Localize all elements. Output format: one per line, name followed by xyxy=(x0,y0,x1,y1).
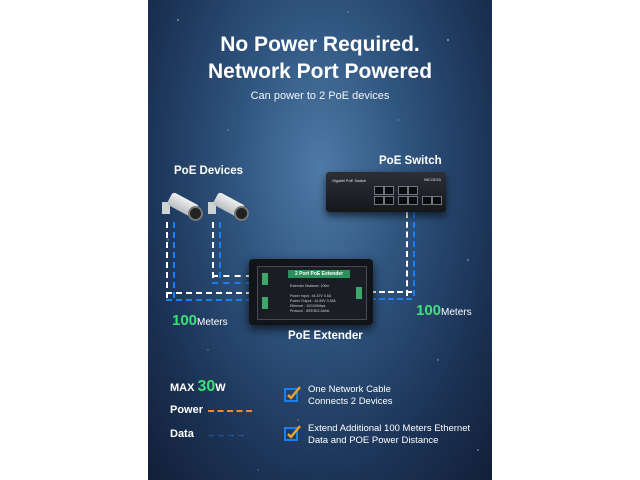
headline-subtitle: Can power to 2 PoE devices xyxy=(250,90,390,102)
cable-switch-vertical xyxy=(406,212,415,296)
extender-panel-title: 2 Port PoE Extender xyxy=(288,270,350,278)
legend-data-label: Data xyxy=(170,428,194,440)
switch-model-text: NICGIGA xyxy=(424,177,441,182)
legend-power-label: Power xyxy=(170,404,204,416)
extender-input-port xyxy=(356,287,362,299)
extender-spec-line: Power Input : 44-57V 0.5A xyxy=(290,294,332,298)
distance-left: 100Meters xyxy=(172,312,228,329)
poe-switch-label: PoE Switch xyxy=(379,155,442,167)
cable-camera-2-horizontal xyxy=(212,275,252,284)
cable-switch-horizontal xyxy=(370,291,412,300)
extender-spec-line: Protocol : IEEE802.3af/at xyxy=(290,309,330,313)
checkbox-check-icon xyxy=(284,425,301,441)
legend-power-line xyxy=(208,410,252,412)
poe-devices-label: PoE Devices xyxy=(174,165,244,177)
poe-extender-label: PoE Extender xyxy=(288,330,363,342)
cable-camera-1-horizontal xyxy=(166,292,252,301)
legend-data-arrows: →→→→ xyxy=(206,429,246,439)
poe-extender-device: 2 Port PoE Extender Extender Distance: 1… xyxy=(249,259,373,325)
max-power-label: MAX 30W xyxy=(170,378,226,395)
headline-line-1: No Power Required. xyxy=(220,33,420,56)
extender-spec-line: Ethernet : 10/100Mbps xyxy=(290,304,326,308)
poe-switch-device: Gigabit PoE Switch NICGIGA xyxy=(326,172,446,212)
product-poster: No Power Required. Network Port Powered … xyxy=(148,0,492,480)
headline-line-2: Network Port Powered xyxy=(207,60,433,83)
starfield-background xyxy=(167,11,479,471)
feature-2-text: Extend Additional 100 Meters Ethernet Da… xyxy=(308,423,471,446)
feature-1-text: One Network Cable Connects 2 Devices xyxy=(308,384,393,407)
extender-output-port-2 xyxy=(262,297,268,309)
extender-panel: 2 Port PoE Extender Extender Distance: 1… xyxy=(257,266,367,320)
poe-camera-2 xyxy=(206,188,250,224)
cable-camera-2-vertical xyxy=(212,222,221,278)
switch-brand-text: Gigabit PoE Switch xyxy=(332,178,367,183)
distance-right: 100Meters xyxy=(416,302,472,319)
extender-output-port-1 xyxy=(262,273,268,285)
extender-spec-line: Extender Distance: 100m xyxy=(290,284,330,288)
poe-camera-1 xyxy=(160,188,204,224)
cable-camera-1-vertical xyxy=(166,222,175,298)
extender-spec-line: Power Output : 44-55V 0.35A xyxy=(290,299,336,303)
checkbox-check-icon xyxy=(284,386,301,402)
